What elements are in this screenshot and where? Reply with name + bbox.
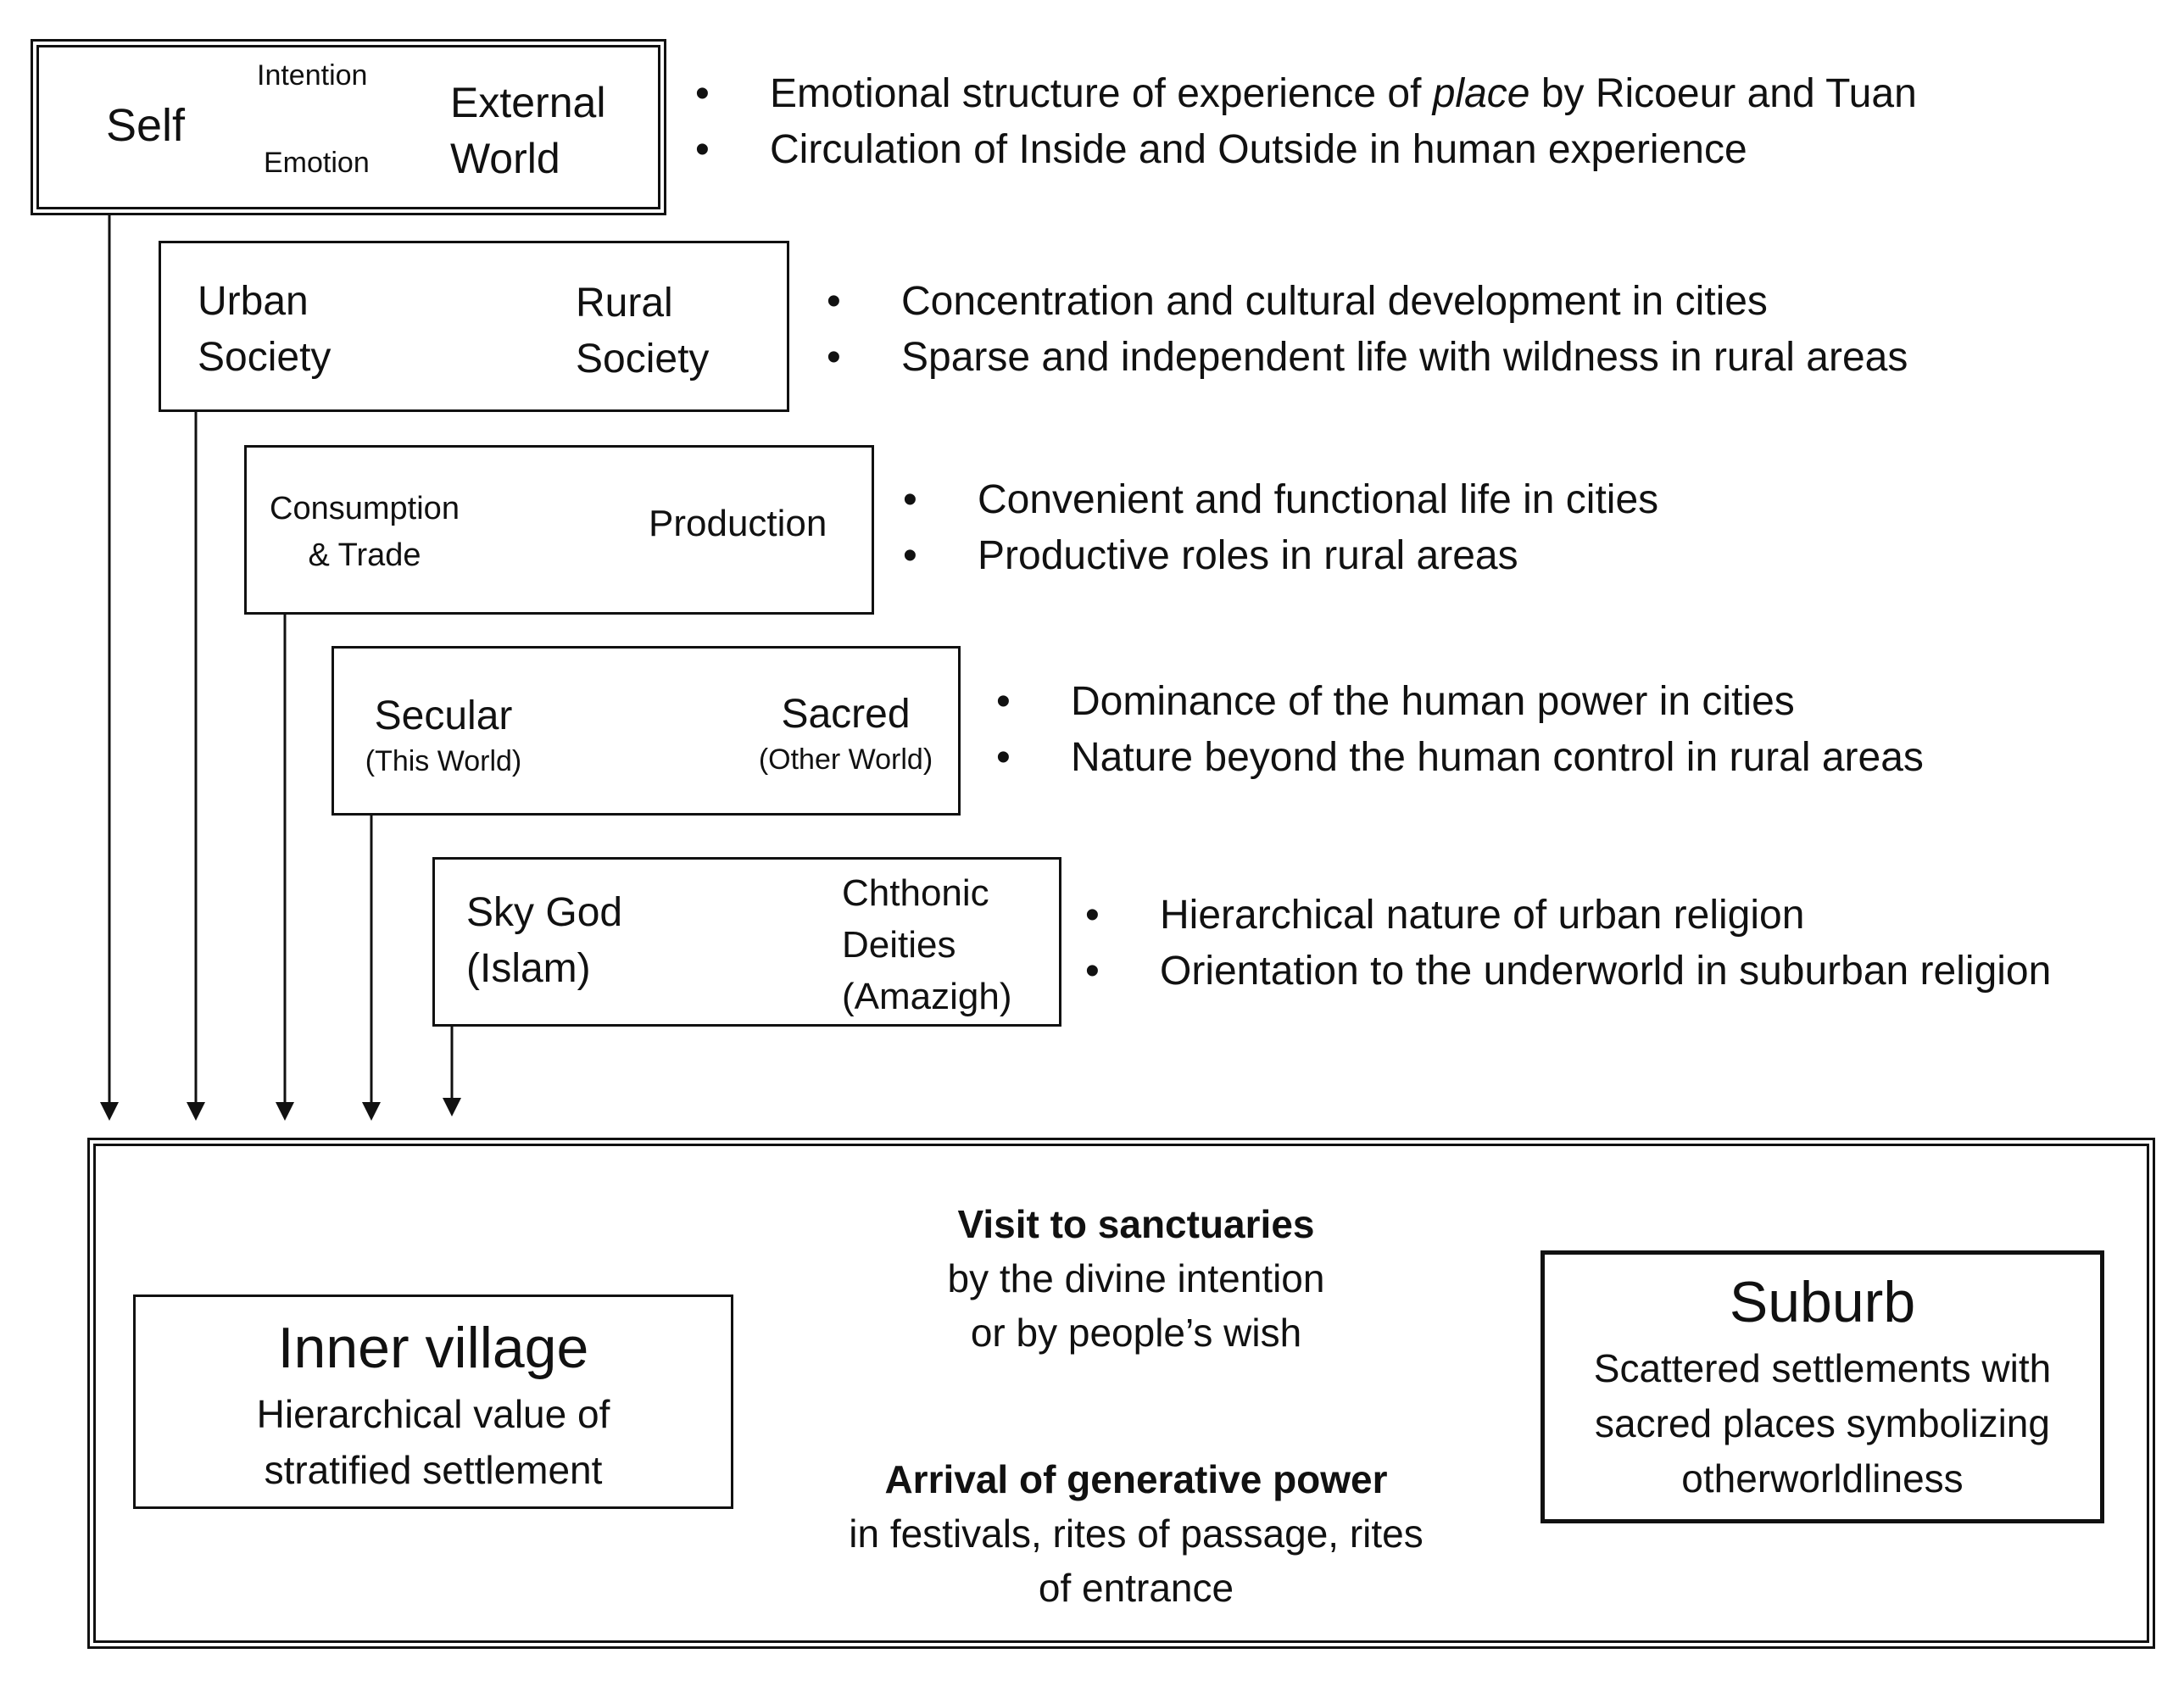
rural-society-label: Rural Society	[576, 281, 710, 381]
level-1-bullets: •Emotional structure of experience of pl…	[695, 66, 1917, 178]
consumption-production-box	[244, 445, 874, 615]
level-4-bullets: •Dominance of the human power in cities …	[996, 674, 1924, 786]
suburb-title: Suburb	[1729, 1270, 1916, 1334]
level-5-bullets: •Hierarchical nature of urban religion •…	[1085, 888, 2051, 999]
production-label: Production	[649, 503, 827, 544]
self-label: Self	[106, 100, 186, 151]
inner-village-title: Inner village	[277, 1316, 589, 1380]
sacred-label: Sacred (Other World)	[758, 692, 933, 776]
level-2-bullets: •Concentration and cultural development …	[827, 274, 1908, 386]
bullet-item: •Orientation to the underworld in suburb…	[1085, 949, 2052, 994]
consumption-trade-label: Consumption & Trade	[270, 491, 460, 573]
sky-god-label: Sky God (Islam)	[466, 890, 623, 991]
bullet-item: •Productive roles in rural areas	[903, 533, 1518, 578]
chthonic-deities-label: Chthonic Deities (Amazigh)	[842, 872, 1012, 1017]
secular-sacred-box	[332, 646, 961, 816]
secular-label: Secular (This World)	[365, 693, 522, 777]
bullet-item: •Nature beyond the human control in rura…	[996, 735, 1924, 780]
suburb-box	[1540, 1250, 2104, 1523]
suburb-content: Suburb Scattered settlements with sacred…	[1540, 1263, 2104, 1506]
inner-village-content: Inner village Hierarchical value of stra…	[133, 1310, 733, 1498]
self-world-box	[31, 39, 666, 215]
inner-village-box	[133, 1294, 733, 1509]
bullet-item: •Convenient and functional life in citie…	[903, 477, 1659, 522]
external-world-label: External World	[450, 79, 606, 182]
bullet-item: •Sparse and independent life with wildne…	[827, 335, 1908, 380]
bullet-item: •Dominance of the human power in cities	[996, 679, 1795, 724]
urban-rural-box	[159, 241, 789, 412]
skygod-chthonic-box	[432, 857, 1061, 1027]
urban-society-label: Urban Society	[198, 279, 332, 380]
bullet-item: •Emotional structure of experience of pl…	[695, 71, 1917, 116]
bullet-item: •Hierarchical nature of urban religion	[1085, 893, 1805, 938]
arrival-of-generative-power-label: Arrival of generative power in festivals…	[849, 1457, 1424, 1610]
visit-to-sanctuaries-label: Visit to sanctuaries by the divine inten…	[947, 1202, 1325, 1355]
emotion-label: Emotion	[264, 147, 370, 179]
inner-village-desc: Hierarchical value of stratified settlem…	[256, 1392, 610, 1492]
bullet-item: •Concentration and cultural development …	[827, 279, 1768, 324]
suburb-desc: Scattered settlements with sacred places…	[1593, 1346, 2052, 1500]
bullet-item: •Circulation of Inside and Outside in hu…	[695, 127, 1747, 172]
intention-label: Intention	[257, 59, 368, 92]
level-3-bullets: •Convenient and functional life in citie…	[903, 472, 1658, 584]
